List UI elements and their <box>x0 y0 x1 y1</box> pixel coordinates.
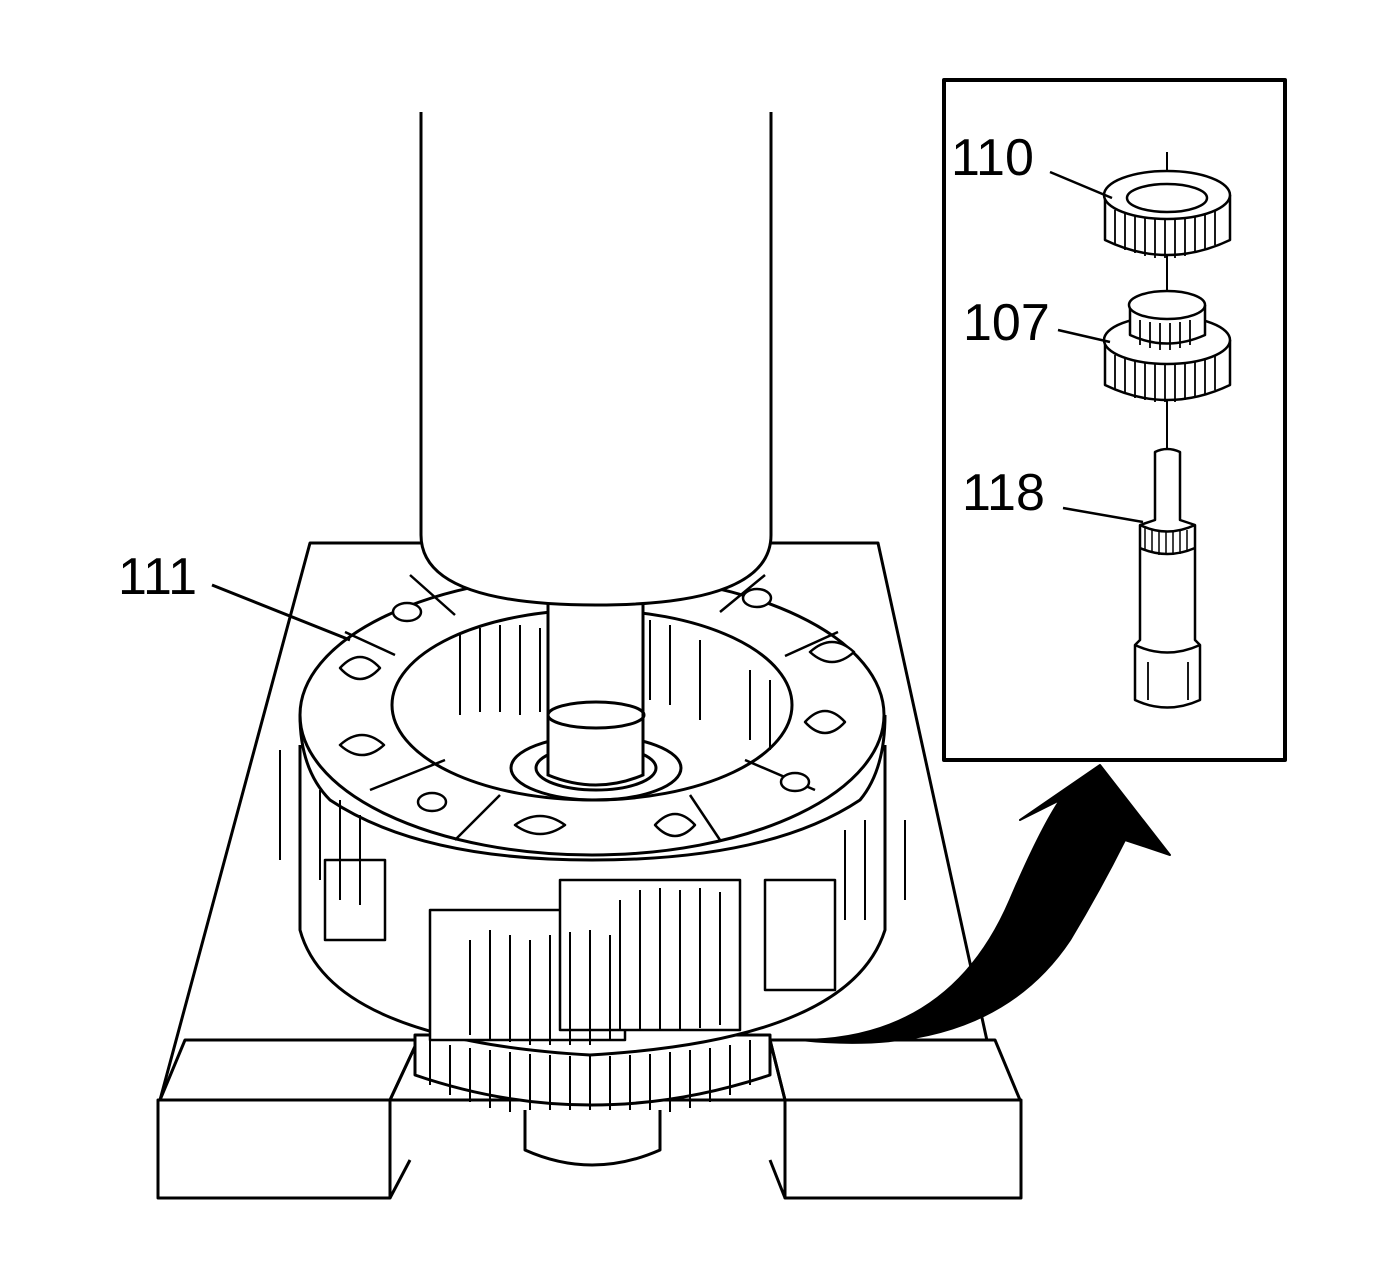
part-107-gear <box>1102 289 1232 402</box>
press-inner-shaft <box>546 600 645 787</box>
part-110-gear <box>1102 169 1232 258</box>
press-ram <box>419 112 773 787</box>
detail-inset <box>942 78 1287 762</box>
callout-107: 107 <box>963 294 1050 352</box>
inset-leader-lines <box>1049 170 1144 524</box>
left-support-block <box>156 1038 420 1200</box>
press-ram-cylinder <box>419 112 773 607</box>
planet-gear-teeth <box>279 750 906 1045</box>
lower-ring-gear <box>413 1033 772 1167</box>
curved-arrow-icon <box>799 764 1171 1044</box>
part-118-shaft <box>1133 447 1202 709</box>
right-support-block <box>768 1038 1023 1200</box>
callout-111: 111 <box>118 548 197 606</box>
carrier-pin-holes <box>338 587 856 838</box>
leader-line-111 <box>211 583 351 642</box>
callout-118: 118 <box>962 464 1045 522</box>
callout-110: 110 <box>951 129 1034 187</box>
